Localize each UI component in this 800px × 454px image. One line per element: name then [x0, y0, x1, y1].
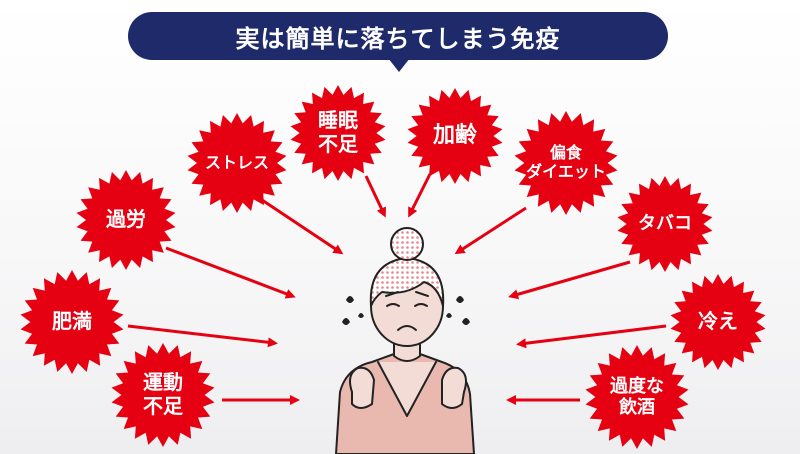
banner-title: 実は簡単に落ちてしまう免疫	[128, 12, 668, 60]
burst-aging	[407, 88, 503, 184]
arrow-stress	[261, 198, 344, 255]
arrows-group	[127, 173, 667, 405]
factor-label-exercise: 運動 不足	[142, 370, 183, 418]
burst-sleep	[290, 85, 386, 181]
burst-stress	[187, 113, 287, 213]
burst-diet	[514, 111, 618, 215]
arrow-cold	[516, 324, 667, 349]
factor-label-aging: 加齢	[432, 122, 477, 149]
factor-label-obesity: 肥満	[51, 309, 92, 334]
factor-label-tobacco: タバコ	[637, 213, 692, 235]
worried-woman-icon	[335, 227, 475, 454]
arrow-obesity	[127, 324, 278, 348]
arrow-tobacco	[508, 260, 631, 300]
arrow-aging	[408, 173, 432, 218]
burst-cold	[670, 274, 766, 370]
factor-label-diet: 偏食 ダイエット	[526, 143, 606, 181]
burst-obesity	[20, 270, 124, 374]
factor-label-stress: ストレス	[204, 152, 269, 172]
arrow-overwork	[165, 246, 296, 299]
burst-tobacco	[617, 176, 713, 272]
factor-label-sleep: 睡眠 不足	[317, 108, 358, 156]
burst-alcohol	[585, 345, 689, 449]
factor-label-cold: 冷え	[697, 309, 738, 334]
arrow-sleep	[364, 175, 386, 218]
burst-overwork	[76, 170, 176, 270]
arrow-diet	[454, 206, 527, 255]
bursts-group	[20, 85, 766, 449]
burst-exercise	[111, 343, 215, 447]
factor-label-overwork: 過労	[106, 207, 146, 232]
factor-label-alcohol: 過度な 飲酒	[609, 375, 664, 418]
banner-pointer	[388, 58, 410, 72]
